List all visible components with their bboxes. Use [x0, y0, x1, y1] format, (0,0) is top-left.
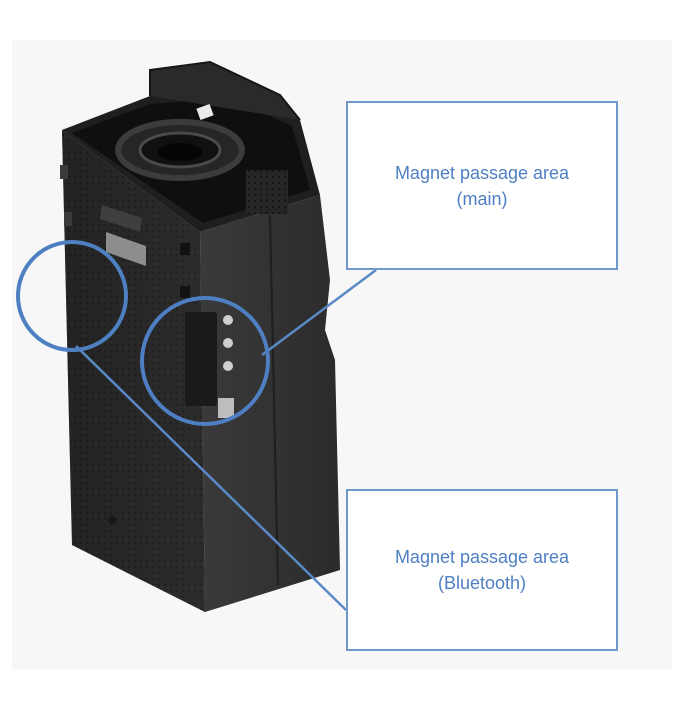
- magnifier-circle-icon: [140, 296, 270, 426]
- magnifier-circle-icon: [16, 240, 128, 352]
- leader-line-bluetooth: [75, 345, 347, 611]
- callout-main: Magnet passage area (main): [346, 101, 618, 270]
- device-front-panel: [200, 195, 340, 612]
- callout-bluetooth-label: Magnet passage area (Bluetooth): [394, 547, 570, 593]
- control-buttons: [218, 315, 234, 418]
- device-label-sticker: [106, 232, 146, 266]
- callout-bluetooth: Magnet passage area (Bluetooth): [346, 489, 618, 651]
- callout-main-label: Magnet passage area (main): [394, 162, 570, 209]
- leader-line-main: [261, 268, 377, 357]
